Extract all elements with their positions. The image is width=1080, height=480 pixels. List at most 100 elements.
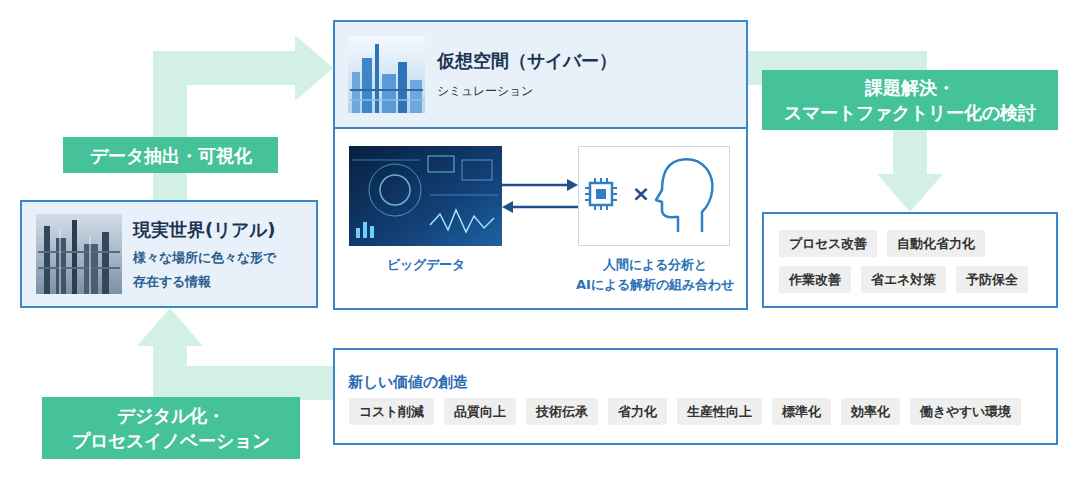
measure-tag: プロセス改善: [779, 230, 877, 257]
process-flow-arrow: [137, 308, 333, 383]
city-illustration: [348, 36, 425, 113]
chip-icon: [596, 189, 606, 199]
factory-photo: [90, 236, 91, 294]
factory-photo: [56, 238, 66, 294]
factory-photo: [60, 230, 61, 294]
panel-fill: [21, 201, 317, 307]
value-tag: 働きやすい環境: [910, 398, 1021, 425]
measure-tag: 省エネ対策: [861, 266, 946, 293]
step-label: デジタル化・ プロセスイノベーション: [42, 397, 300, 459]
new-value-box: 新しい価値の創造コスト削減 品質向上 技術伝承 省力化 生産性向上 標準化 効率化 働きやすい…: [333, 348, 1058, 445]
box-heading: 現実世界(リアル): [133, 218, 308, 242]
tag-text: 自動化省力化: [897, 230, 975, 257]
arrow-head: [502, 201, 513, 213]
city-illustration: [350, 99, 423, 101]
step-label: 課題解決・ スマートファクトリー化の検討: [762, 70, 1058, 130]
tag-text: 作業改善: [789, 266, 841, 293]
arrow-shaft: [170, 346, 333, 383]
tag-text: 標準化: [782, 398, 821, 425]
step-label-text: 課題解決・ スマートファクトリー化の検討: [768, 75, 1052, 125]
panel-fill: [334, 21, 747, 128]
box-caption: 人間による分析と AIによる解析の組み合わせ: [565, 255, 745, 295]
box-heading: 仮想空間（サイバー）: [437, 49, 736, 73]
tag-text: コスト削減: [359, 398, 424, 425]
big-data-picture: [352, 160, 420, 161]
arrow-head: [877, 174, 943, 212]
factory-photo: [36, 214, 122, 294]
process-flow-arrow: [170, 35, 333, 200]
box-subtitle: シミュレーション: [437, 83, 736, 99]
human-head-icon: [656, 159, 712, 232]
arrow-head: [295, 35, 333, 101]
tag-text: 品質向上: [454, 398, 506, 425]
city-illustration: [382, 74, 396, 113]
exchange-arrow: [502, 201, 578, 213]
improvement-box: プロセス改善 自動化省力化作業改善 省エネ対策 予防保全: [762, 212, 1058, 308]
tag-text: 省力化: [618, 398, 657, 425]
tag-text: 予防保全: [966, 266, 1018, 293]
city-illustration: [410, 80, 422, 113]
chip-icon: [585, 178, 617, 210]
exchange-arrow: [502, 179, 578, 191]
real-world-box: 現実世界(リアル) 様々な場所に色々な形で 存在する情報: [20, 200, 318, 308]
city-illustration: [348, 36, 425, 113]
value-tag: 品質向上: [444, 398, 516, 425]
big-data-picture: [349, 146, 502, 246]
factory-photo: [38, 267, 120, 269]
step-label-text: デジタル化・ プロセスイノベーション: [48, 403, 294, 453]
chip-icon: [590, 183, 612, 205]
tag-text: プロセス改善: [789, 230, 867, 257]
box-body: 様々な場所に色々な形で 存在する情報: [133, 246, 308, 294]
big-data-picture: [462, 160, 492, 180]
city-illustration: [352, 72, 360, 113]
tag-text: 生産性向上: [687, 398, 752, 425]
big-data-picture: [349, 146, 502, 246]
city-illustration: [362, 58, 372, 113]
factory-photo: [102, 232, 109, 294]
tag-text: 技術伝承: [536, 398, 588, 425]
big-data-picture: [380, 175, 410, 205]
times-sign: ×: [631, 179, 651, 209]
big-data-picture: [370, 226, 374, 238]
cyber-space-box: 仮想空間（サイバー）シミュレーションビッグデータ×人間による分析と AIによる解…: [333, 20, 748, 310]
factory-photo: [44, 226, 50, 294]
box-heading: 新しい価値の創造: [348, 372, 1046, 392]
big-data-picture: [363, 222, 367, 238]
value-tag: 技術伝承: [526, 398, 598, 425]
big-data-picture: [356, 228, 360, 238]
value-tag: コスト削減: [349, 398, 434, 425]
measure-tag: 予防保全: [956, 266, 1028, 293]
city-illustration: [375, 44, 379, 113]
factory-photo: [72, 220, 77, 294]
arrow-shaft: [513, 206, 578, 209]
big-data-picture: [369, 164, 421, 216]
measure-tag: 自動化省力化: [887, 230, 985, 257]
tag-text: 省エネ対策: [871, 266, 936, 293]
tag-text: 働きやすい環境: [920, 398, 1011, 425]
city-illustration: [350, 89, 423, 91]
city-illustration: [398, 62, 407, 113]
factory-photo: [36, 214, 122, 294]
big-data-image: ビッグデータ: [349, 146, 502, 246]
value-tag: 効率化: [841, 398, 900, 425]
step-label-text: データ抽出・可視化: [90, 143, 252, 168]
arrow-head: [567, 179, 578, 191]
value-tag: 標準化: [772, 398, 831, 425]
analysis-box: ×人間による分析と AIによる解析の組み合わせ: [578, 146, 730, 246]
chip-icon: [585, 178, 617, 210]
image-caption: ビッグデータ: [349, 256, 502, 274]
value-tag: 省力化: [608, 398, 667, 425]
value-tag: 生産性向上: [677, 398, 762, 425]
big-data-picture: [430, 195, 498, 196]
big-data-picture: [428, 156, 454, 172]
factory-photo: [38, 251, 120, 253]
big-data-picture: [430, 210, 494, 232]
arrow-shaft: [170, 68, 295, 200]
tag-text: 効率化: [851, 398, 890, 425]
panel-fill: [21, 21, 747, 307]
human-head-icon: [656, 159, 712, 232]
arrow-head: [137, 308, 203, 346]
panel-divider: [333, 127, 748, 129]
measure-tag: 作業改善: [779, 266, 851, 293]
